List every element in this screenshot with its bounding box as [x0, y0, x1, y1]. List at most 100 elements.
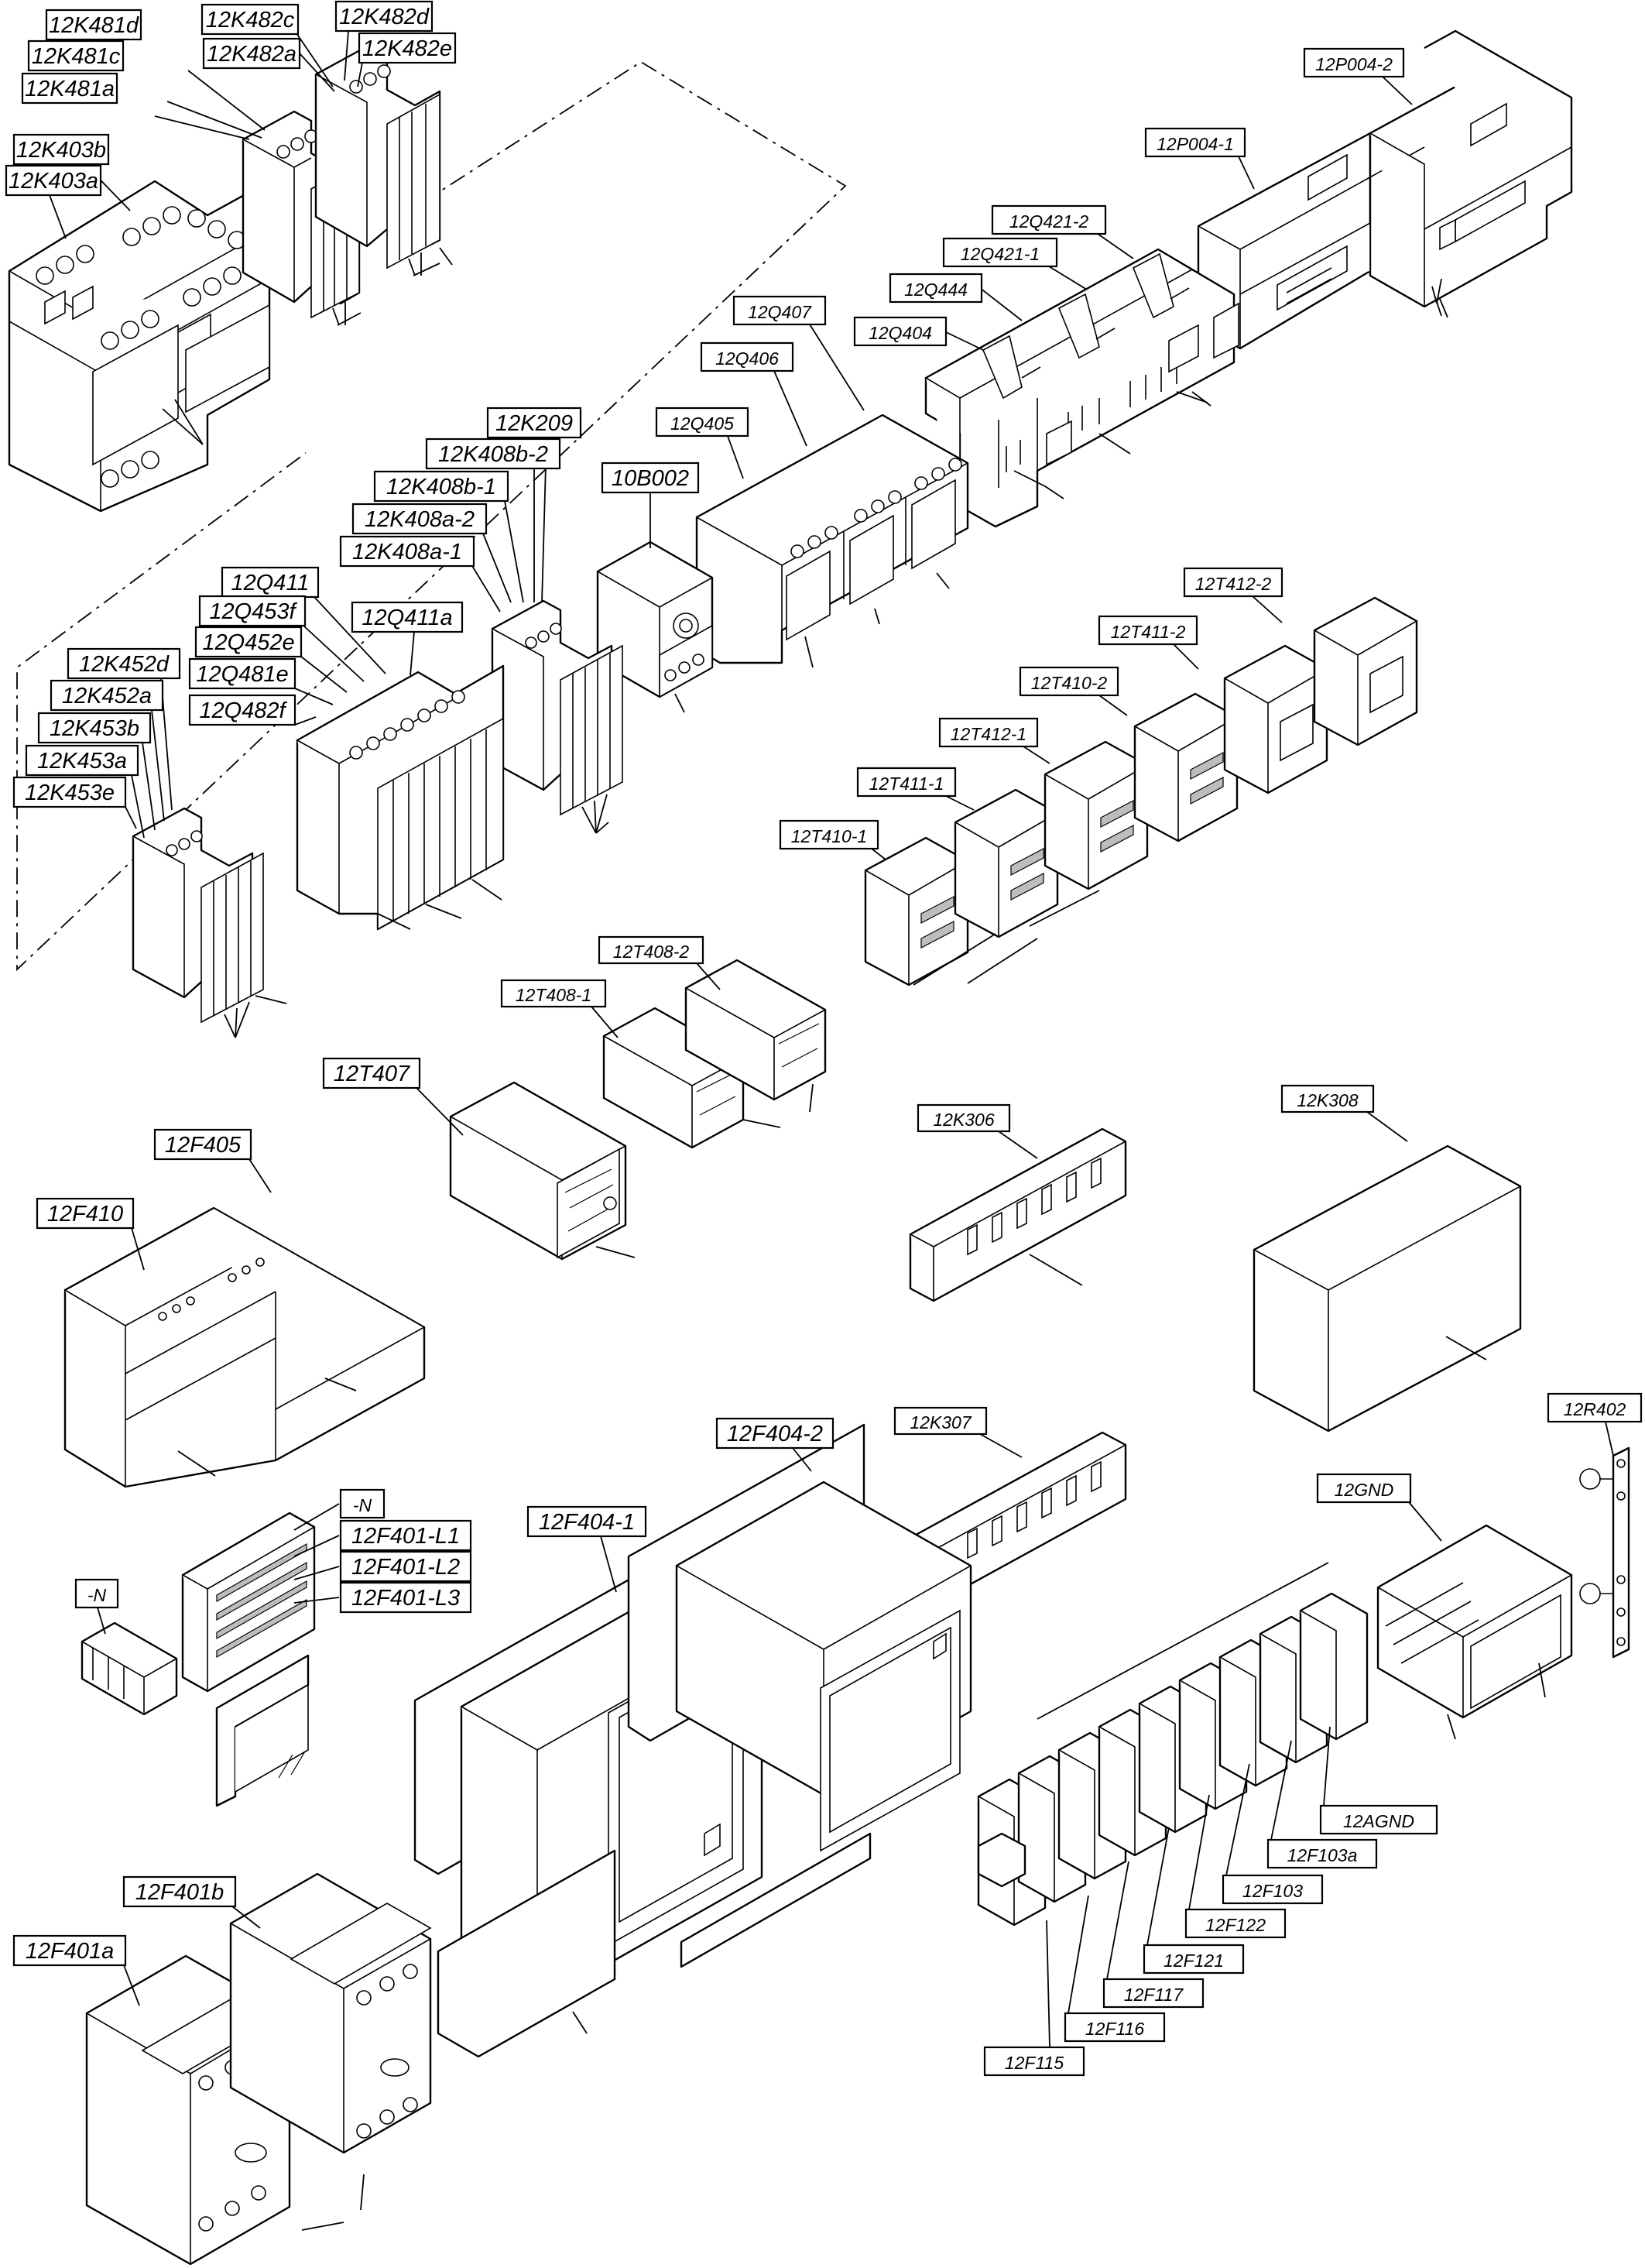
label-text: 12T412-1	[951, 724, 1026, 744]
leader-12F410	[131, 1227, 145, 1271]
label-text: 12P004-1	[1157, 134, 1234, 154]
label-box	[1019, 666, 1119, 697]
label-12F116: 12F116	[1064, 2012, 1166, 2043]
part-12T410-412	[864, 596, 1418, 986]
label-12F121: 12F121	[1143, 1944, 1245, 1975]
label-text: 12K408b-1	[386, 475, 496, 499]
leader-12K482e	[357, 62, 363, 87]
label-box	[889, 273, 983, 304]
leader-12F122	[1188, 1794, 1210, 1910]
label-text: 12K453a	[37, 749, 127, 774]
label-box	[425, 437, 561, 470]
label-box	[715, 1417, 834, 1450]
label-text: 12K482a	[207, 42, 296, 67]
label-text: 12F410	[47, 1202, 123, 1227]
label-box	[339, 1519, 472, 1552]
label-text: 12R402	[1564, 1399, 1626, 1419]
label-12Q452e: 12Q452e	[194, 626, 303, 658]
label-box	[188, 694, 296, 726]
leader-12F103	[1225, 1763, 1250, 1876]
label-12F103: 12F103	[1222, 1874, 1324, 1905]
label-text: 12K408a-2	[365, 507, 475, 532]
leader-12K481a	[154, 115, 250, 140]
label-box	[373, 470, 509, 503]
label-12P004-1: 12P004-1	[1144, 127, 1246, 158]
label-box	[938, 717, 1039, 748]
part-12K481	[242, 110, 362, 326]
label-text: 12T410-1	[791, 826, 867, 846]
leader-12K452a	[151, 709, 165, 822]
label-text: 12Q404	[869, 323, 932, 343]
label-text: 12F404-2	[727, 1422, 823, 1446]
label-12T412-1: 12T412-1	[938, 717, 1039, 748]
label-text: 12K408a-1	[352, 540, 462, 564]
leader-12K408a-1	[471, 565, 501, 612]
part-12R402	[1579, 1446, 1630, 1659]
label-box	[856, 767, 957, 798]
label-12K408a-1: 12K408a-1	[339, 535, 475, 568]
label-box	[37, 712, 152, 744]
label-text: 12Q411a	[362, 606, 452, 630]
label-12F401-L1: 12F401-L1	[339, 1519, 472, 1552]
part-12F401	[85, 1872, 432, 2266]
label-12K403b: 12K403b	[12, 133, 110, 166]
label-12Q405: 12Q405	[655, 407, 749, 437]
label-box	[322, 1057, 421, 1089]
label-12Q444: 12Q444	[889, 273, 983, 304]
leader-12Q411	[314, 596, 386, 674]
label-text: 12K209	[495, 411, 573, 436]
label-text: 12K482e	[362, 36, 452, 61]
label-box	[601, 461, 700, 494]
leader-12GND	[1408, 1501, 1442, 1542]
label--N_b: -N	[74, 1578, 119, 1609]
leader-12K481d	[187, 70, 266, 131]
leader-12K403a	[49, 194, 67, 239]
label-text: 12T407	[334, 1062, 411, 1086]
label-box	[12, 776, 127, 808]
leader-12F401-L3	[293, 1597, 340, 1604]
leader-12K482c	[296, 33, 334, 87]
label-12T410-2: 12T410-2	[1019, 666, 1119, 697]
leader-12T410-1	[871, 848, 886, 860]
label-12F122: 12F122	[1184, 1908, 1287, 1939]
label-box	[1280, 1084, 1375, 1113]
label-text: 12Q406	[715, 348, 779, 369]
label-12K482c: 12K482c	[200, 3, 300, 36]
part-12Q411	[296, 664, 505, 931]
part-12T407	[449, 1081, 636, 1261]
label-box	[45, 9, 142, 41]
label-box	[339, 535, 475, 568]
label-12Q404: 12Q404	[853, 316, 948, 347]
label-text: 12Q444	[904, 280, 968, 300]
label-text: 12F103	[1242, 1881, 1303, 1901]
leader-12F116	[1068, 1895, 1089, 2014]
part-12K482	[314, 45, 453, 276]
label-text: 12K453e	[25, 781, 115, 805]
label-text: 12K453b	[50, 716, 139, 741]
leader-12AGND	[1323, 1726, 1331, 1807]
label-box	[339, 1488, 386, 1519]
label-box	[1319, 1804, 1438, 1835]
part-12Q405-407	[695, 413, 969, 668]
label-text: 12K481d	[49, 13, 139, 38]
label-text: -N	[353, 1495, 372, 1515]
leader-12F405	[248, 1158, 272, 1193]
label-box	[21, 72, 118, 105]
label--N_a: -N	[339, 1488, 386, 1519]
label-text: 12K306	[933, 1110, 995, 1130]
label-box	[188, 657, 296, 690]
leader-12K453b	[142, 742, 156, 831]
leader--N_b	[97, 1607, 106, 1635]
label-text: 12T410-2	[1031, 673, 1108, 693]
label-box	[1183, 567, 1283, 598]
leader-12Q411a	[410, 631, 415, 676]
label-12R402: 12R402	[1547, 1392, 1643, 1423]
label-10B002: 10B002	[601, 461, 700, 494]
label-text: 12F115	[1005, 2053, 1064, 2073]
leader-12F103a	[1270, 1740, 1292, 1841]
leader-12R402	[1605, 1421, 1614, 1457]
leader-12K308	[1366, 1111, 1408, 1142]
label-box	[5, 164, 102, 197]
leader-12Q481e	[294, 688, 334, 705]
label-text: 12F405	[165, 1133, 242, 1158]
